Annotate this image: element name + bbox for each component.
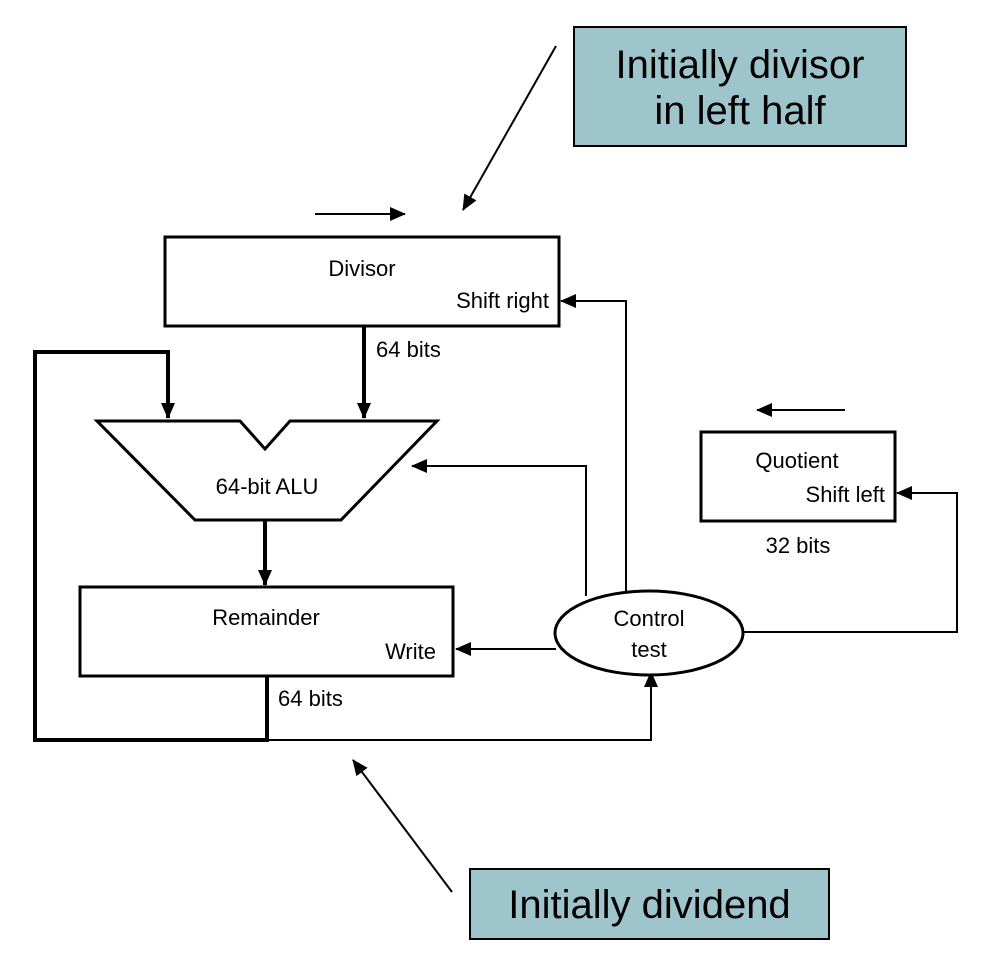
- quotient-action: Shift left: [806, 482, 885, 507]
- callout-initially-divisor: Initially divisor in left half: [573, 26, 907, 147]
- callout-top-line2: in left half: [654, 89, 826, 133]
- remainder-action: Write: [385, 639, 436, 664]
- remainder-feedback-wire: [33, 350, 269, 742]
- callout-bottom-pointer: [352, 759, 453, 893]
- divisor-width-label: 64 bits: [376, 337, 441, 362]
- remainder-register: [78, 585, 455, 678]
- quotient-width-label: 32 bits: [766, 533, 831, 558]
- control-line1: Control: [614, 606, 685, 631]
- callout-top-line1: Initially divisor: [615, 43, 865, 87]
- divisor-register: [163, 235, 561, 328]
- quotient-register: [699, 430, 897, 523]
- control-to-quotient-wire: [743, 486, 958, 633]
- control-to-alu-wire: [411, 459, 587, 596]
- alu-label: 64-bit ALU: [216, 474, 319, 499]
- remainder-to-control-wire: [267, 671, 658, 741]
- callout-bottom-text: Initially dividend: [508, 883, 791, 927]
- remainder-name: Remainder: [212, 605, 320, 630]
- control-test-unit: [553, 589, 745, 677]
- quotient-name: Quotient: [755, 448, 838, 473]
- divisor-name: Divisor: [328, 256, 395, 281]
- alu-shape: [93, 419, 441, 522]
- callout-top-pointer: [462, 45, 557, 211]
- divisor-action: Shift right: [456, 288, 549, 313]
- remainder-width-label: 64 bits: [278, 686, 343, 711]
- control-line2: test: [631, 637, 666, 662]
- callout-initially-dividend: Initially dividend: [469, 868, 830, 940]
- control-to-divisor-wire: [560, 294, 627, 591]
